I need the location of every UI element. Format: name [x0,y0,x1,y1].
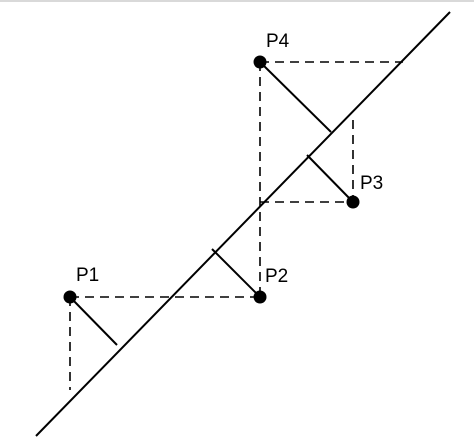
point-p3 [346,195,360,209]
p3-perpendicular [306,154,354,203]
label-p4: P4 [266,31,290,52]
point-p4 [253,55,267,69]
p2-perpendicular [211,248,261,298]
point-p2 [253,290,267,304]
perpendicular-segments [69,61,354,346]
label-p3: P3 [360,173,383,194]
data-points [63,55,360,304]
point-labels: P1 P2 P3 P4 [76,31,383,287]
point-p1 [63,290,77,304]
p4-perpendicular [259,61,332,133]
dashed-guides [69,61,403,390]
label-p2: P2 [265,266,288,287]
p1-perpendicular [69,296,118,346]
regression-line [35,11,451,437]
label-p1: P1 [76,265,99,286]
